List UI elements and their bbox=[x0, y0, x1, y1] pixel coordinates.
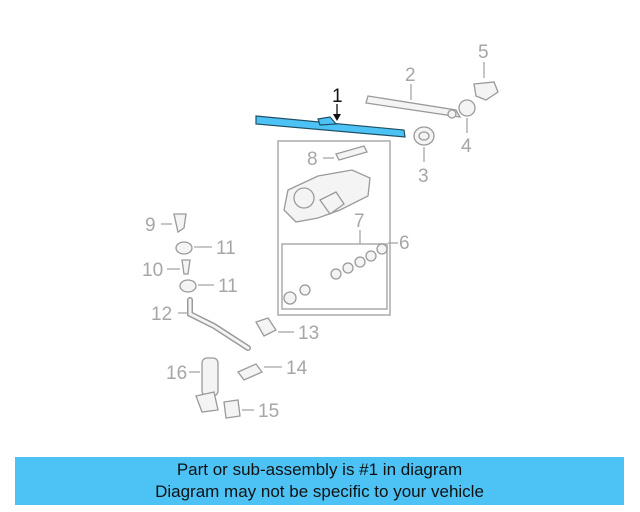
part-5-nozzle bbox=[473, 81, 499, 101]
part-2-wiper-arm bbox=[365, 95, 462, 119]
callout-10: 10 bbox=[142, 260, 163, 281]
callout-8: 8 bbox=[307, 149, 318, 170]
callout-12: 12 bbox=[151, 304, 172, 325]
wiper-motor bbox=[283, 169, 371, 223]
part-11-clip-upper bbox=[175, 241, 193, 255]
part-13-check-valve bbox=[255, 317, 277, 337]
callout-11-upper: 11 bbox=[216, 238, 236, 259]
callout-14: 14 bbox=[286, 358, 308, 379]
banner-line-1: Part or sub-assembly is #1 in diagram bbox=[176, 460, 463, 479]
part-10-connector bbox=[181, 259, 191, 275]
callout-5: 5 bbox=[478, 42, 489, 63]
callout-13: 13 bbox=[298, 323, 319, 344]
callout-15: 15 bbox=[258, 401, 279, 422]
part-16-pump bbox=[195, 357, 219, 413]
info-banner: Part or sub-assembly is #1 in diagram Di… bbox=[15, 457, 624, 505]
callout-16: 16 bbox=[166, 363, 187, 384]
callout-7: 7 bbox=[354, 211, 365, 232]
callout-4: 4 bbox=[461, 136, 472, 157]
part-11-clip-lower bbox=[179, 279, 197, 293]
part-15-grommet bbox=[223, 399, 241, 419]
callout-9: 9 bbox=[145, 215, 156, 236]
part-4-cap bbox=[458, 99, 476, 117]
part-14-elbow bbox=[236, 363, 264, 381]
callout-2: 2 bbox=[405, 65, 416, 86]
leader-1-arrow bbox=[333, 114, 341, 121]
callout-11-lower: 11 bbox=[218, 276, 238, 297]
part-1-wiper-blade[interactable] bbox=[255, 115, 406, 138]
callout-3: 3 bbox=[418, 166, 429, 187]
part-8-pivot bbox=[335, 145, 368, 161]
part-3-grommet bbox=[413, 126, 435, 146]
assembly-box bbox=[277, 140, 391, 316]
part-9-fitting bbox=[173, 213, 187, 234]
part-12-hose bbox=[187, 297, 251, 351]
callout-1: 1 bbox=[332, 86, 343, 107]
callout-6: 6 bbox=[399, 233, 410, 254]
sub-assembly-box bbox=[281, 243, 388, 310]
banner-line-2: Diagram may not be specific to your vehi… bbox=[155, 482, 484, 501]
sub-assembly-6-parts bbox=[283, 243, 388, 305]
